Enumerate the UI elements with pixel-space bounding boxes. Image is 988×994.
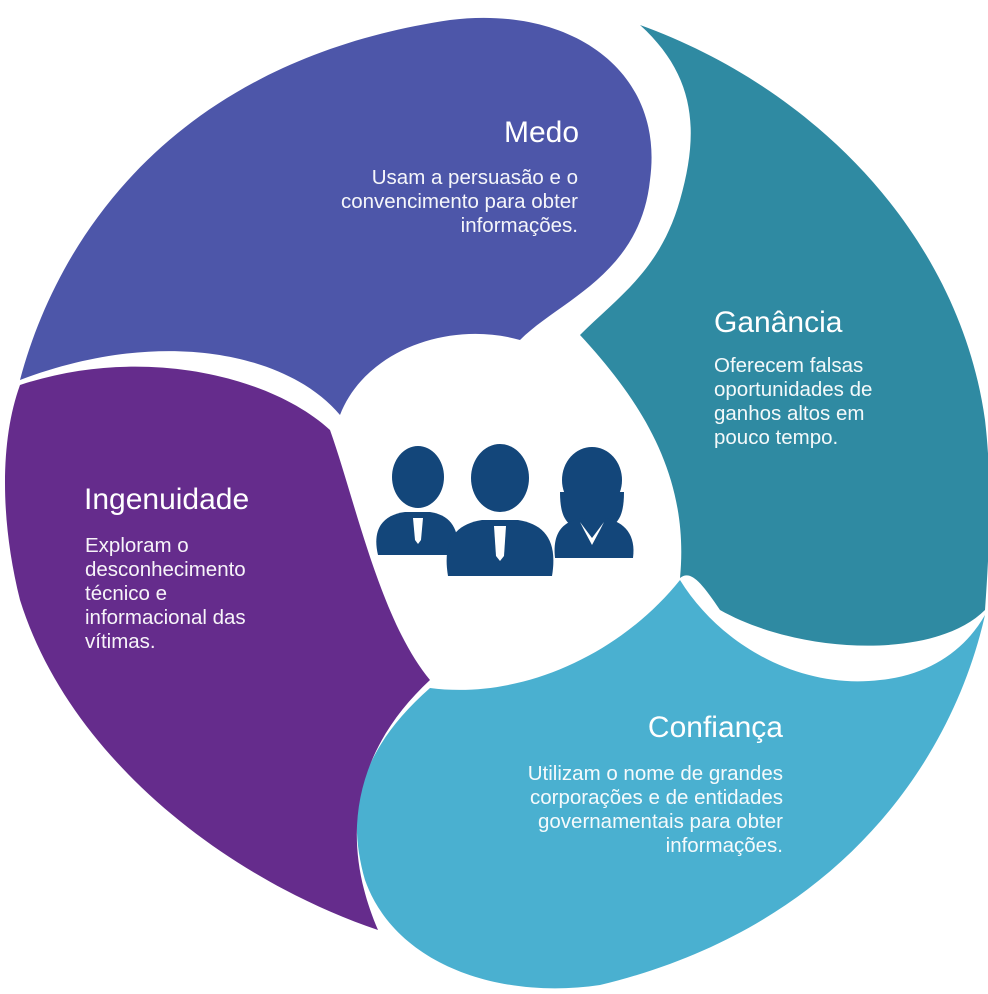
ganancia-line: oportunidades de [714,378,873,401]
medo-line: Usam a persuasão e o [371,166,578,189]
medo-title: Medo [503,116,579,149]
segment-ganancia [580,25,988,646]
ganancia-line: pouco tempo. [714,426,839,449]
ingenuidade-line: informacional das [85,606,246,629]
confianca-line: corporações e de entidades [529,786,783,809]
segment-ingenuidade [5,366,430,931]
ingenuidade-line: Exploram o [85,534,189,557]
ganancia-description: Oferecem falsas oportunidades de ganhos … [714,354,872,450]
people-group-icon [376,444,634,576]
segment-confianca [356,580,985,989]
ingenuidade-line: desconhecimento [85,558,246,581]
medo-line: informações. [460,214,578,237]
confianca-line: Utilizam o nome de grandes [527,762,783,785]
segment-medo [20,17,652,415]
ingenuidade-line: técnico e [85,582,168,605]
confianca-line: informações. [665,834,783,857]
ingenuidade-description: Exploram o desconhecimento técnico e inf… [85,534,246,654]
ingenuidade-line: vítimas. [85,630,156,653]
ganancia-title: Ganância [714,306,843,339]
ganancia-line: ganhos altos em [714,402,865,425]
medo-description: Usam a persuasão e o convencimento para … [341,166,578,238]
ingenuidade-title: Ingenuidade [84,483,250,516]
medo-line: convencimento para obter [340,190,578,213]
confianca-description: Utilizam o nome de grandes corporações e… [528,762,783,858]
confianca-title: Confiança [647,711,783,744]
ganancia-line: Oferecem falsas [714,354,864,377]
confianca-line: governamentais para obter [537,810,783,833]
